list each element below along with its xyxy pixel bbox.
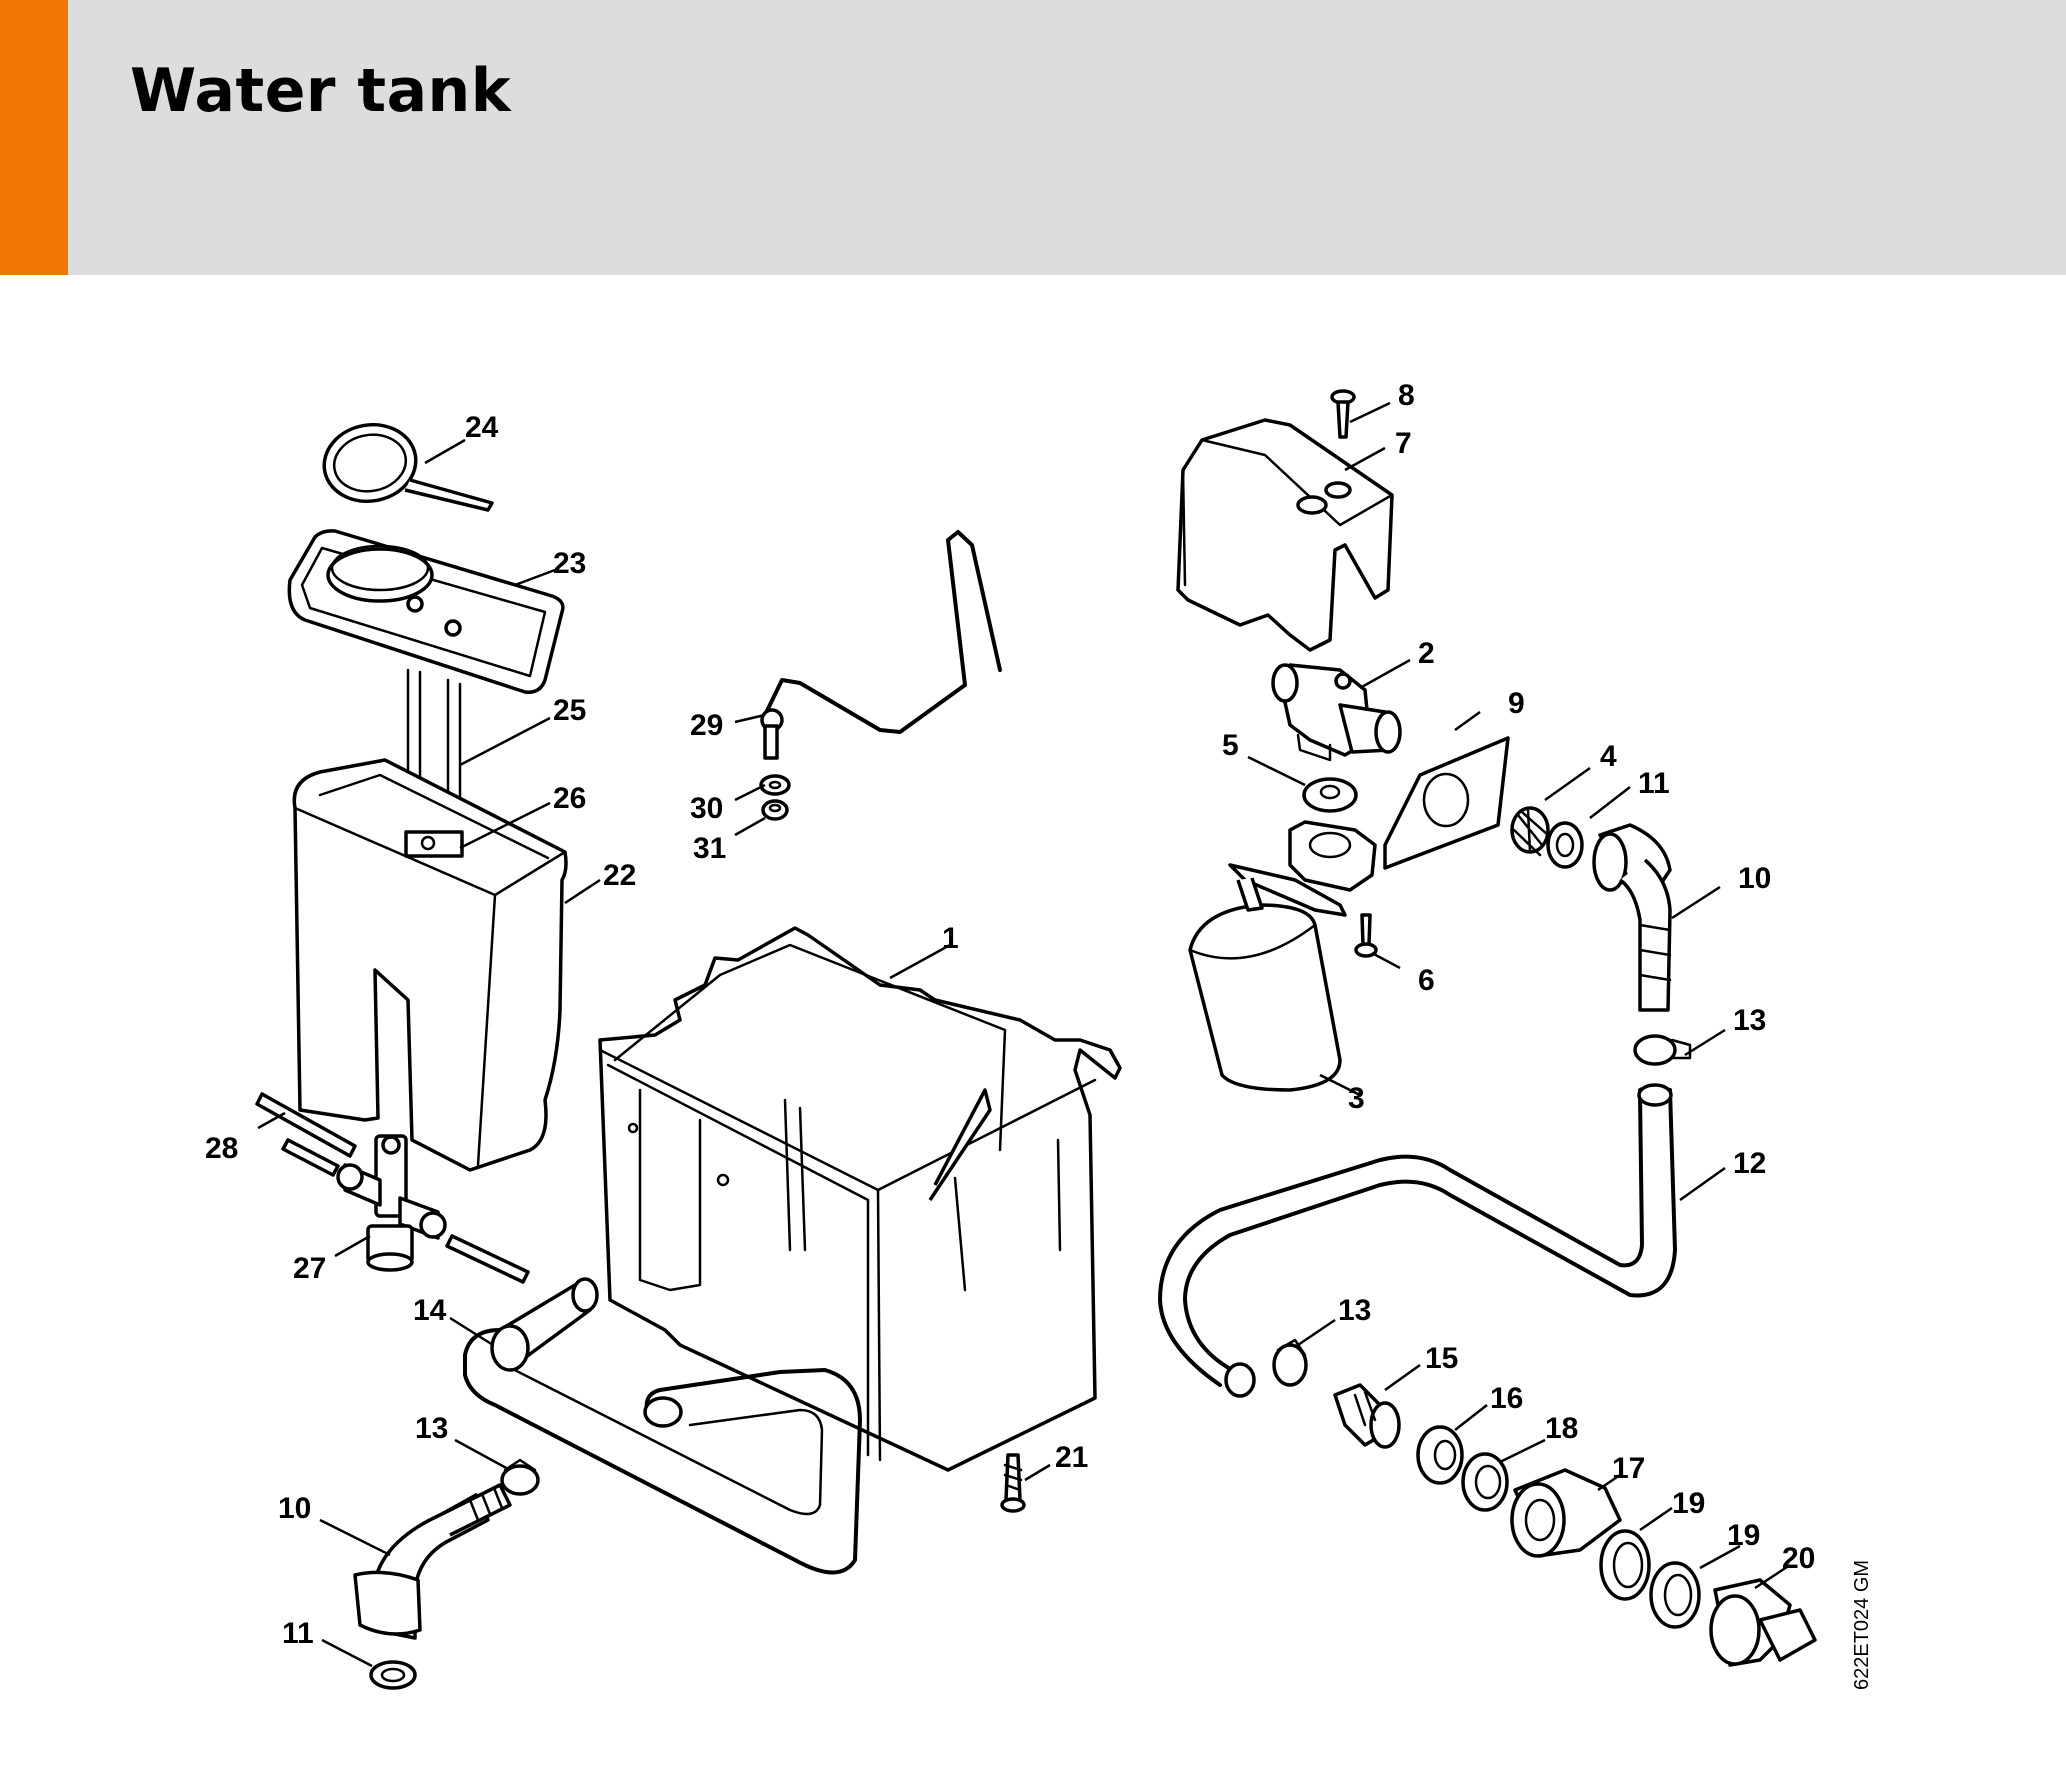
callout-26: 26 [553, 782, 586, 815]
callout-2: 2 [1418, 637, 1435, 670]
callout-13-left: 13 [415, 1412, 448, 1445]
callout-7: 7 [1395, 427, 1412, 460]
callout-15: 15 [1425, 1342, 1458, 1375]
part-18-washer [1461, 1452, 1509, 1512]
page-title: Water tank [130, 56, 512, 126]
part-10-elbow-left [353, 1483, 512, 1640]
part-23-tank-cover [287, 529, 565, 694]
part-14-hose [463, 1277, 862, 1575]
part-valve-body [1228, 820, 1377, 917]
callout-12: 12 [1733, 1147, 1766, 1180]
callout-11-right: 11 [1638, 767, 1670, 800]
callout-14: 14 [413, 1294, 447, 1327]
callout-13-right-upper: 13 [1733, 1004, 1766, 1037]
header-accent-stripe [0, 0, 68, 275]
callout-30: 30 [690, 792, 723, 825]
part-26-terminal [404, 830, 464, 858]
part-22-water-tank [292, 758, 568, 1172]
part-20-hose-coupling [1709, 1578, 1817, 1667]
part-9-gasket-plate [1383, 736, 1510, 870]
part-27-t-connector [336, 1134, 447, 1272]
leader-lines [257, 401, 1791, 1668]
part-3-float [1188, 877, 1342, 1092]
part-19-ring-2 [1649, 1561, 1701, 1629]
part-1-tank-housing [598, 926, 1122, 1472]
callout-16: 16 [1490, 1382, 1523, 1415]
part-2-solenoid-valve [1271, 663, 1402, 762]
callout-21: 21 [1055, 1441, 1088, 1474]
part-30-washer [759, 774, 791, 796]
part-11-washer-right [1546, 821, 1584, 869]
callout-13-right-lower: 13 [1338, 1294, 1371, 1327]
header-bar [0, 0, 2066, 275]
part-15-nipple [1333, 1383, 1401, 1449]
part-10-elbow-right [1592, 823, 1672, 1012]
callout-27: 27 [293, 1252, 326, 1285]
callout-28: 28 [205, 1132, 238, 1165]
part-19-ring-1 [1599, 1529, 1651, 1601]
part-31-nut [761, 799, 789, 821]
callout-9: 9 [1508, 687, 1525, 720]
part-7-valve-cover [1176, 418, 1394, 652]
callout-5: 5 [1222, 729, 1239, 762]
part-13-hose-clamp-left [500, 1458, 540, 1496]
callout-8: 8 [1398, 379, 1415, 412]
part-11-washer-left [369, 1660, 417, 1690]
part-29-wire-bracket [760, 530, 1002, 760]
callout-22: 22 [603, 859, 636, 892]
callout-19-second: 19 [1727, 1519, 1760, 1552]
part-28-hose-pieces [255, 1092, 530, 1284]
part-17-coupling [1510, 1468, 1622, 1558]
part-25-level-rods [406, 668, 462, 872]
part-13-hose-clamp-right-upper [1633, 1034, 1692, 1066]
part-21-screw [1000, 1453, 1026, 1513]
callout-10-left: 10 [278, 1492, 311, 1525]
callout-25: 25 [553, 694, 586, 727]
callout-4: 4 [1600, 740, 1617, 773]
callout-20: 20 [1782, 1542, 1815, 1575]
part-12-hose [1158, 1083, 1677, 1398]
part-8-screw [1330, 389, 1356, 439]
callout-3: 3 [1348, 1082, 1365, 1115]
callout-24: 24 [465, 411, 499, 444]
part-6-screw [1354, 913, 1378, 958]
callout-23: 23 [553, 547, 586, 580]
part-5-seal [1302, 777, 1358, 813]
part-16-nut [1416, 1425, 1464, 1485]
callout-10-right: 10 [1738, 862, 1771, 895]
callout-6: 6 [1418, 964, 1435, 997]
part-13-hose-clamp-right-lower [1272, 1338, 1308, 1387]
callout-11-left: 11 [282, 1617, 314, 1650]
part-24-lid [322, 422, 494, 512]
callout-29: 29 [690, 709, 723, 742]
callout-17: 17 [1612, 1452, 1645, 1485]
callout-18: 18 [1545, 1412, 1578, 1445]
callout-31: 31 [693, 832, 726, 865]
callout-19-first: 19 [1672, 1487, 1705, 1520]
drawing-code: 622ET024 GM [1851, 1560, 1873, 1690]
callout-labels: 1 2 3 4 5 6 7 8 9 10 10 11 11 12 13 13 1… [205, 379, 1815, 1650]
part-4-filter [1510, 806, 1550, 857]
callout-1: 1 [942, 922, 959, 955]
